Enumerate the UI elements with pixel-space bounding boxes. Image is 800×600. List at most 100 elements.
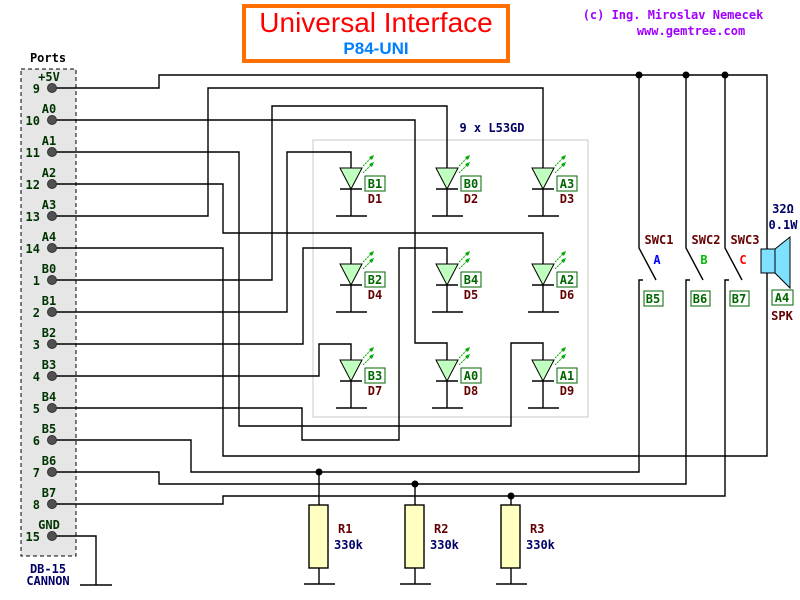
led-matrix-label: 9 x L53GD (459, 121, 524, 135)
led-name: D5 (464, 288, 478, 302)
pin-number: 3 (33, 338, 40, 352)
led-name: D7 (368, 384, 382, 398)
wire-a3 (52, 87, 544, 217)
pin-label: B0 (42, 262, 56, 276)
resistor-name: R1 (338, 522, 352, 536)
arrow-head (369, 347, 374, 352)
wire-a0 (52, 119, 448, 360)
pin-number: 8 (33, 498, 40, 512)
resistor-body-icon (308, 504, 329, 569)
pin-number: 11 (26, 146, 40, 160)
led-port: A1 (560, 369, 574, 383)
website-credit: www.gemtree.com (637, 24, 745, 38)
arrow-head (369, 251, 374, 256)
arrow-head (369, 354, 374, 359)
pin-label: A1 (42, 134, 56, 148)
led-port: B2 (368, 273, 382, 287)
pin-number: 1 (33, 274, 40, 288)
led-port-box (460, 175, 482, 192)
switch-key: C (739, 253, 746, 267)
led-diode-icon (531, 359, 555, 383)
led-diode-icon (339, 263, 363, 287)
arrow-head (465, 155, 470, 160)
led-name: D9 (560, 384, 574, 398)
switch-name: SWC1 (645, 233, 674, 247)
led-port: A2 (560, 273, 574, 287)
pin-terminal-icon (47, 531, 57, 541)
led-port-box (460, 367, 482, 384)
resistor-body-icon (404, 504, 425, 569)
wire-gnd (52, 535, 97, 585)
switch-name: SWC3 (731, 233, 760, 247)
led-port-box (460, 271, 482, 288)
arrow-head (465, 258, 470, 263)
arrow-head (369, 162, 374, 167)
arrow-head (465, 162, 470, 167)
wire-a4 (52, 247, 768, 457)
light-arrow-icon (458, 347, 470, 359)
speaker-impedance: 32Ω (772, 202, 794, 216)
light-arrow-icon (554, 251, 566, 263)
junctions (315, 71, 729, 500)
switch-1-lever (638, 75, 657, 281)
led-diode-icon (531, 263, 555, 287)
led-port: A3 (560, 177, 574, 191)
wire-a1 (52, 151, 544, 427)
light-arrow-icon (362, 258, 374, 270)
led-port-box (364, 367, 386, 384)
switch-port-box (643, 290, 664, 307)
pin-terminal-icon (47, 275, 57, 285)
arrow-head (369, 155, 374, 160)
switch-port: B7 (732, 292, 746, 306)
light-arrow-icon (362, 354, 374, 366)
ports-heading: Ports (30, 51, 66, 65)
speaker-name: SPK (771, 309, 793, 323)
junction-dot (721, 71, 729, 79)
light-arrow-icon (362, 347, 374, 359)
subtitle: P84-UNI (343, 39, 408, 58)
led-port: A0 (464, 369, 478, 383)
led-port-box (364, 175, 386, 192)
pin-number: 5 (33, 402, 40, 416)
led-diode-icon (339, 359, 363, 383)
switch-port-box (729, 290, 750, 307)
arrow-head (561, 354, 566, 359)
led-diode-icon (435, 359, 459, 383)
speaker-body (760, 248, 776, 274)
led-name: D6 (560, 288, 574, 302)
pin-number: 12 (26, 178, 40, 192)
pin-label: A0 (42, 102, 56, 116)
led-port-box (556, 367, 578, 384)
light-arrow-icon (362, 251, 374, 263)
switch-port-box (690, 290, 711, 307)
wire-b3 (52, 343, 352, 377)
led-matrix-box (312, 139, 589, 418)
junction-dot (682, 71, 690, 79)
light-arrow-icon (458, 155, 470, 167)
pin-terminal-icon (47, 83, 57, 93)
resistor-name: R3 (530, 522, 544, 536)
speaker-port: A4 (775, 291, 789, 305)
light-arrow-icon (458, 354, 470, 366)
pin-terminal-icon (47, 211, 57, 221)
pin-label: B6 (42, 454, 56, 468)
title-box (242, 4, 510, 63)
pin-number: 6 (33, 434, 40, 448)
speaker-port-box (771, 289, 794, 306)
switch-2-lever (685, 75, 704, 281)
pin-label: A2 (42, 166, 56, 180)
resistor-name: R2 (434, 522, 448, 536)
pin-number: 7 (33, 466, 40, 480)
arrow-head (465, 347, 470, 352)
speaker-power: 0.1W (769, 218, 799, 232)
pin-terminal-icon (47, 243, 57, 253)
